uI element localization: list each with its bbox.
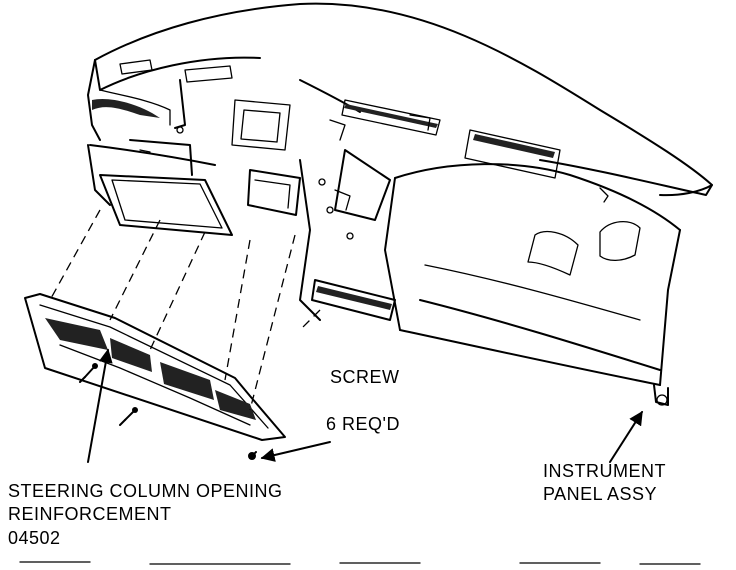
instrument-panel-label-line1: INSTRUMENT [543,461,666,481]
figure-code: 04502 [8,528,61,548]
scan-edge-marks [19,561,701,565]
screw-icon [79,363,257,460]
screw-quantity-label: 6 REQ'D [326,414,400,434]
screw-label: SCREW [330,367,400,387]
instrument-panel-assembly [87,2,713,406]
reinforcement-label-line2: REINFORCEMENT [8,504,172,524]
steering-column-reinforcement [24,293,286,441]
alignment-lines [49,209,321,411]
instrument-panel-label-line2: PANEL ASSY [543,484,658,504]
reinforcement-label-line1: STEERING COLUMN OPENING [8,481,283,501]
arrow-icon [87,348,643,463]
